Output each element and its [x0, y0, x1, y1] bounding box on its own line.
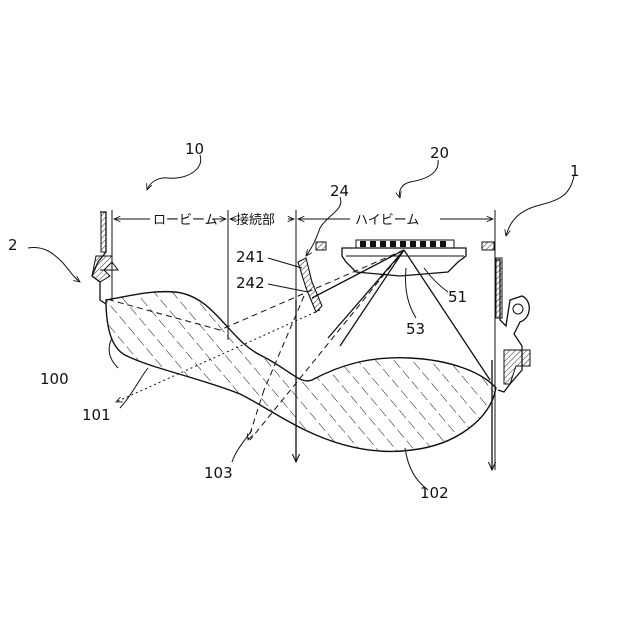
label-1: 1 — [570, 162, 580, 180]
high-beam-led-unit — [316, 240, 494, 276]
label-24: 24 — [330, 182, 349, 200]
led-array — [360, 241, 446, 247]
label-51: 51 — [448, 288, 467, 306]
label-53: 53 — [406, 320, 425, 338]
label-2: 2 — [8, 236, 18, 254]
reflector-24 — [298, 258, 322, 312]
label-101: 101 — [82, 406, 111, 424]
label-242: 242 — [236, 274, 265, 292]
left-housing-bracket — [92, 212, 118, 304]
zone-label-low-beam: ロービーム — [153, 213, 218, 228]
zone-label-high-beam: ハイビーム — [355, 213, 419, 228]
outer-lens — [106, 292, 496, 452]
label-241: 241 — [236, 248, 265, 266]
right-housing-bracket — [496, 258, 530, 392]
label-20: 20 — [430, 144, 449, 162]
zone-label-connection: 接続部 — [236, 212, 275, 228]
label-102: 102 — [420, 484, 449, 502]
label-10: 10 — [185, 140, 204, 158]
label-100: 100 — [40, 370, 69, 388]
label-103: 103 — [204, 464, 233, 482]
